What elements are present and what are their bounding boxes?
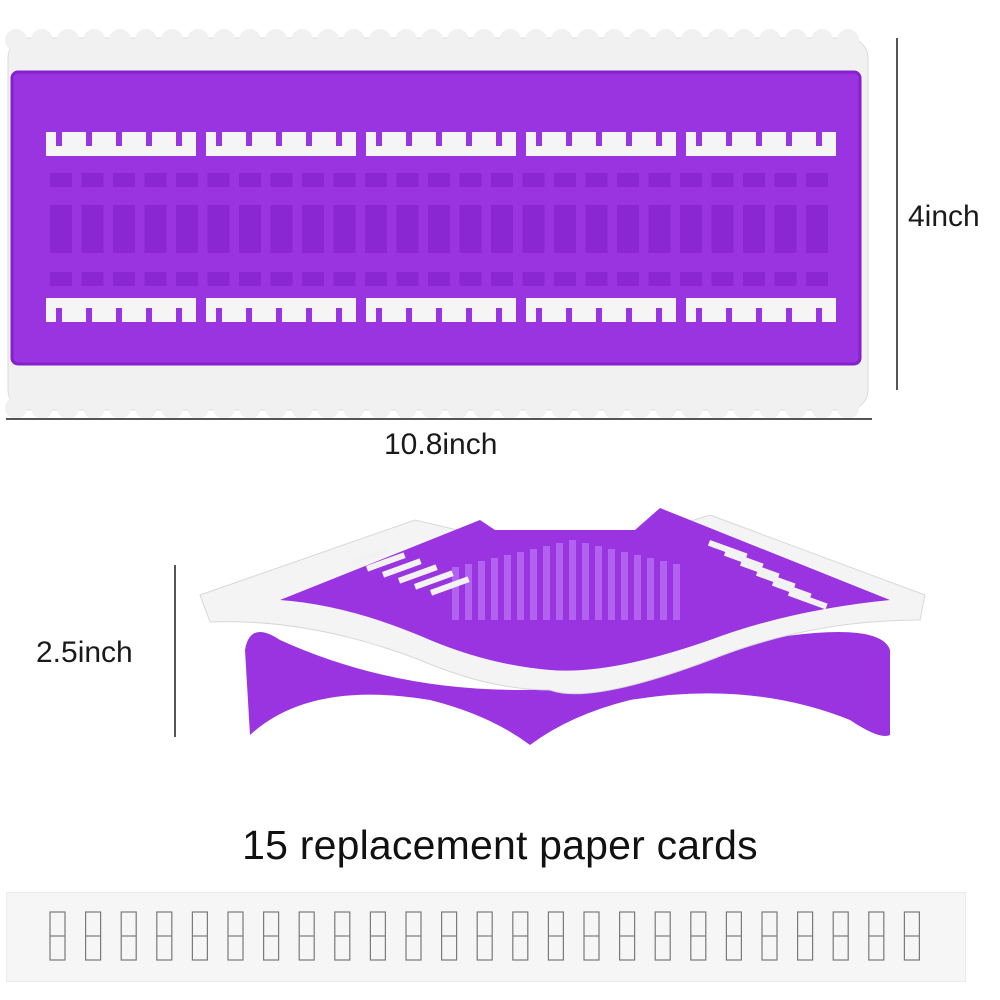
side-height-dimension-line [174, 565, 176, 737]
replacement-cards-caption: 15 replacement paper cards [242, 822, 758, 868]
organizer-top-view [5, 29, 869, 419]
height-dimension-line [896, 38, 898, 390]
width-dimension-label: 10.8inch [384, 428, 498, 461]
height-dimension-label: 4inch [908, 200, 980, 233]
side-height-dimension-label: 2.5inch [36, 636, 133, 669]
organizer-side-view [199, 508, 926, 745]
paper-card-strip [6, 892, 966, 982]
width-dimension-line [6, 418, 872, 420]
